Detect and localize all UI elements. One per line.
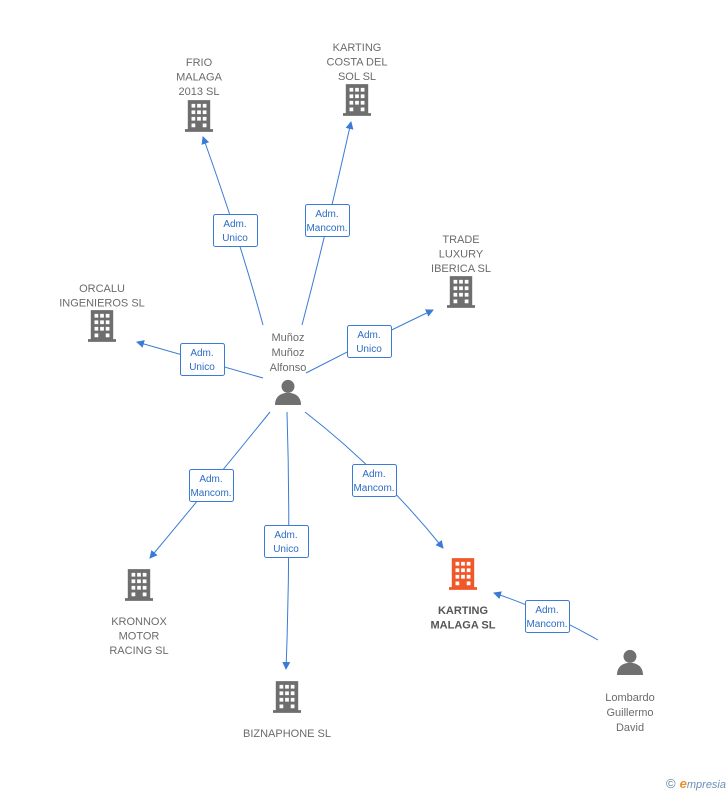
building-icon <box>273 681 301 713</box>
edge-label-text: Mancom. <box>353 483 394 494</box>
node-label-line: ORCALU <box>79 283 125 295</box>
building-icon <box>125 569 153 601</box>
edge-label-box <box>189 469 234 502</box>
person-icon <box>617 649 643 675</box>
node-label-line: KARTING <box>438 605 488 617</box>
node-label-line: BIZNAPHONE SL <box>243 728 331 740</box>
building-icon <box>449 558 477 590</box>
node-biznaphone[interactable]: BIZNAPHONE SL <box>243 681 331 740</box>
edge-labels-layer: Adm.UnicoAdm.Mancom.Adm.UnicoAdm.UnicoAd… <box>180 204 570 633</box>
node-label-line: INGENIEROS SL <box>59 298 145 310</box>
edge-label-text: Adm. <box>199 474 222 485</box>
edge-label-text: Unico <box>222 233 248 244</box>
edge-label[interactable]: Adm. Mancom. <box>189 469 234 502</box>
node-label-line: KRONNOX <box>111 616 167 628</box>
node-kronnox[interactable]: KRONNOX MOTOR RACING SL <box>109 569 169 657</box>
edge-label-text: Unico <box>189 362 215 373</box>
brand-initial: e <box>679 776 687 791</box>
node-label-line: SOL SL <box>338 71 376 83</box>
edge-label[interactable]: Adm. Mancom. <box>305 204 350 237</box>
edge-label[interactable]: Adm. Unico <box>347 325 392 358</box>
edge-label-box <box>347 325 392 358</box>
edge-label[interactable]: Adm. Unico <box>213 214 258 247</box>
node-label-line: Guillermo <box>606 707 653 719</box>
node-label-line: MOTOR <box>119 631 160 643</box>
edge-label-text: Unico <box>273 544 299 555</box>
edge-label-box <box>305 204 350 237</box>
node-label-line: Lombardo <box>605 692 655 704</box>
edge-label-text: Adm. <box>190 348 213 359</box>
person-icon <box>275 379 301 405</box>
node-label-line: 2013 SL <box>179 86 220 98</box>
empresia-logo: ©empresia <box>666 776 726 791</box>
edge-label[interactable]: Adm. Unico <box>264 525 309 558</box>
edge-label-text: Adm. <box>535 605 558 616</box>
node-label-line: IBERICA SL <box>431 263 491 275</box>
brand-name: mpresia <box>686 779 726 791</box>
node-label-line: MALAGA SL <box>431 620 496 632</box>
edge-label-box <box>525 600 570 633</box>
edge-label-text: Mancom. <box>190 488 231 499</box>
node-trade[interactable]: TRADE LUXURY IBERICA SL <box>431 234 491 308</box>
node-label-line: Alfonso <box>270 362 307 374</box>
edge-label-box <box>264 525 309 558</box>
building-icon <box>88 310 116 342</box>
copyright-symbol: © <box>666 776 676 791</box>
node-karting-costa[interactable]: KARTING COSTA DEL SOL SL <box>327 42 388 116</box>
edges-layer <box>136 121 599 670</box>
edge-label[interactable]: Adm. Mancom. <box>525 600 570 633</box>
edge-label-text: Mancom. <box>306 223 347 234</box>
node-label-line: COSTA DEL <box>327 57 388 69</box>
node-label-line: LUXURY <box>439 249 484 261</box>
edge-label-text: Adm. <box>315 209 338 220</box>
edge-label-text: Mancom. <box>526 619 567 630</box>
node-label-line: RACING SL <box>109 645 168 657</box>
edge-label-text: Adm. <box>357 330 380 341</box>
node-label-line: Muñoz <box>271 347 304 359</box>
edge-label-box <box>180 343 225 376</box>
node-frio[interactable]: FRIO MALAGA 2013 SL <box>176 57 223 132</box>
edge-label[interactable]: Adm. Unico <box>180 343 225 376</box>
node-label-line: Muñoz <box>271 332 304 344</box>
building-icon <box>185 100 213 132</box>
node-label-line: MALAGA <box>176 72 223 84</box>
edge-label-box <box>352 464 397 497</box>
node-label-line: David <box>616 722 644 734</box>
edge-label-box <box>213 214 258 247</box>
building-icon <box>343 84 371 116</box>
node-label-line: KARTING <box>333 42 382 54</box>
node-label-line: TRADE <box>442 234 479 246</box>
node-karting-malaga[interactable]: KARTING MALAGA SL <box>431 558 496 632</box>
node-orcalu[interactable]: ORCALU INGENIEROS SL <box>59 283 145 342</box>
edge-label-text: Adm. <box>362 469 385 480</box>
edge-label-text: Adm. <box>223 219 246 230</box>
nodes-layer: FRIO MALAGA 2013 SL KARTING COSTA DEL SOL SL T… <box>59 42 655 740</box>
edge-label[interactable]: Adm. Mancom. <box>352 464 397 497</box>
edge-label-text: Unico <box>356 344 382 355</box>
building-icon <box>447 276 475 308</box>
node-label-line: FRIO <box>186 57 213 69</box>
edge-label-text: Adm. <box>274 530 297 541</box>
